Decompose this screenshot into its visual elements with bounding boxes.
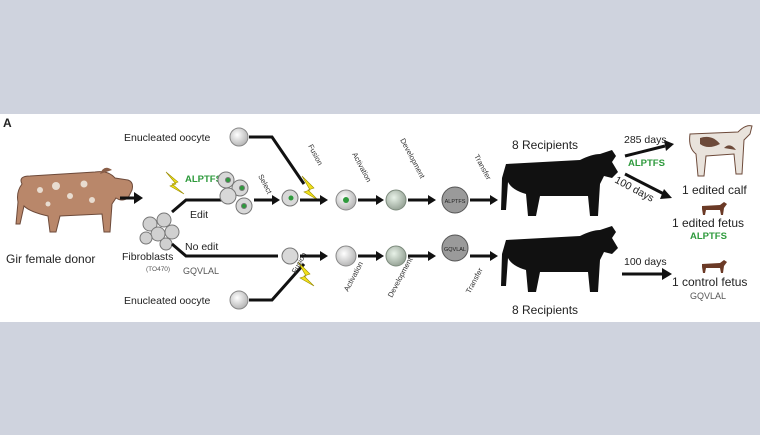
- days-control-label: 100 days: [624, 256, 667, 268]
- oocyte-top-line: [249, 135, 306, 185]
- oocyte-bottom-icon: [229, 290, 249, 310]
- control-fetus-allele: GQVLAL: [690, 291, 726, 301]
- gir-donor-cow-icon: [15, 167, 133, 233]
- developing-embryo-top-icon: [385, 189, 407, 211]
- blastocyst-bottom-icon: [441, 234, 469, 262]
- panel-label: A: [3, 116, 12, 130]
- days-calf-label: 285 days: [624, 134, 667, 146]
- oocyte-bottom-label: Enucleated oocyte: [124, 295, 211, 307]
- blastocyst-bottom-allele: GQVLAL: [444, 247, 466, 253]
- unedited-single-cell-icon: [281, 247, 299, 265]
- workflow-figure: A Gir female donor Fibroblasts (TO470) G…: [0, 114, 760, 322]
- control-fetus-icon: [702, 260, 727, 273]
- recipients-top-label: 8 Recipients: [512, 138, 578, 152]
- fusion-bottom-lightning-icon: [297, 261, 315, 287]
- fibroblast-cells-icon: [139, 212, 180, 251]
- fibroblast-label: Fibroblasts: [122, 251, 173, 263]
- edited-calf-label: 1 edited calf: [682, 183, 747, 197]
- recipient-cow-bottom-icon: [501, 226, 618, 292]
- no-edit-branch-line: [171, 242, 278, 258]
- no-edit-label: No edit: [185, 241, 218, 253]
- fibroblast-allele: GQVLAL: [183, 266, 219, 276]
- select-label: Select: [256, 173, 274, 196]
- edited-calf-icon: [689, 125, 753, 177]
- donor-label: Gir female donor: [6, 252, 95, 266]
- edited-fetus-allele: ALPTFS: [690, 231, 727, 242]
- oocyte-bottom-line: [249, 263, 306, 302]
- fibroblast-code: (TO470): [146, 266, 170, 273]
- transfer-top-label: Transfer: [472, 153, 493, 182]
- edit-lightning-icon: [165, 171, 185, 195]
- edited-fetus-label: 1 edited fetus: [672, 216, 744, 230]
- oocyte-top-icon: [229, 127, 249, 147]
- fusion-top-label: Fusion: [306, 143, 325, 167]
- edit-label: Edit: [190, 209, 208, 221]
- fusion-top-lightning-icon: [301, 175, 319, 201]
- activation-top-label: Activation: [350, 151, 373, 184]
- blastocyst-top-allele: ALPTFS: [445, 199, 466, 205]
- blastocyst-top-icon: [441, 186, 469, 214]
- control-fetus-label: 1 control fetus: [672, 275, 747, 289]
- recipients-bottom-label: 8 Recipients: [512, 303, 578, 317]
- oocyte-top-label: Enucleated oocyte: [124, 132, 211, 144]
- edited-cells-icon: [217, 171, 253, 215]
- recipient-cow-top-icon: [501, 150, 618, 216]
- edited-fetus-icon: [702, 202, 727, 215]
- outcome-mid-allele: ALPTFS: [628, 158, 665, 169]
- workflow-diagram: A Gir female donor Fibroblasts (TO470) G…: [3, 116, 753, 317]
- development-top-label: Development: [398, 137, 427, 181]
- activated-embryo-top-icon: [335, 189, 357, 211]
- edit-allele: ALPTFS: [185, 174, 222, 185]
- activated-embryo-bottom-icon: [335, 245, 357, 267]
- transfer-bottom-label: Transfer: [464, 266, 485, 295]
- edit-branch-line: [171, 198, 228, 214]
- developing-embryo-bottom-icon: [385, 245, 407, 267]
- edited-single-cell-icon: [281, 189, 299, 207]
